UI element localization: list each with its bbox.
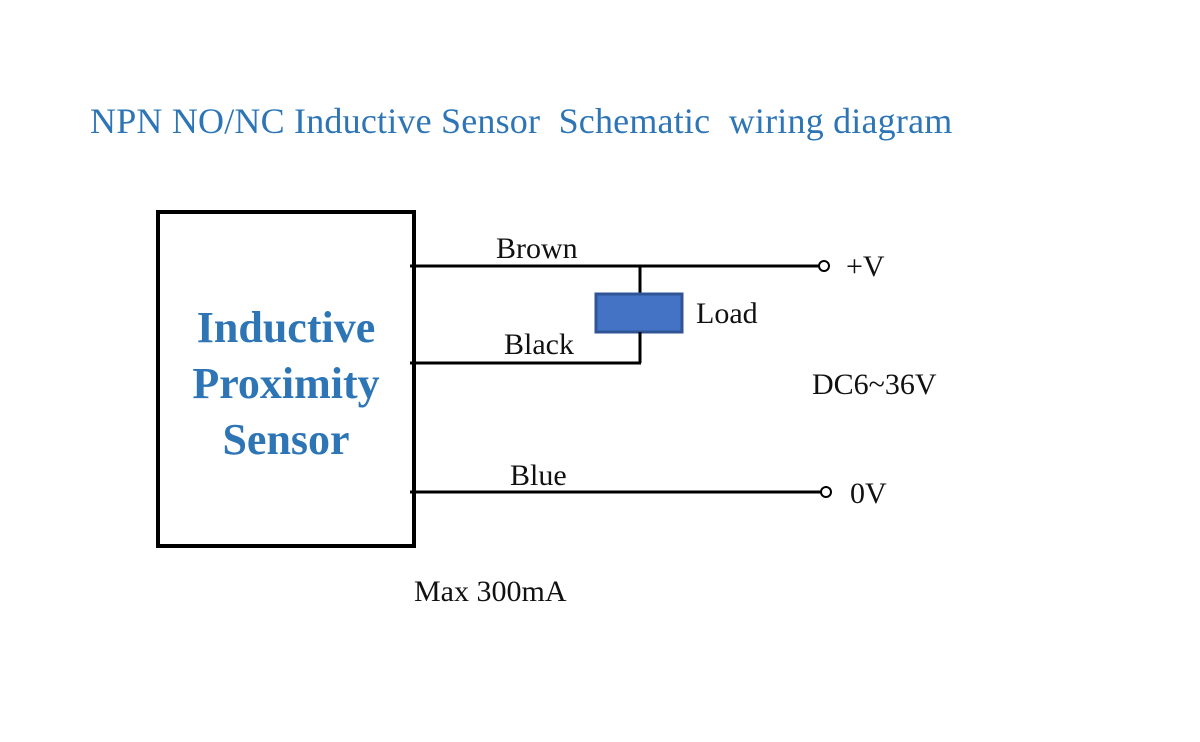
ground-terminal-label: 0V (850, 477, 887, 510)
sensor-label-line-3: Sensor (222, 415, 350, 464)
sensor-label-line-1: Inductive (196, 303, 376, 352)
diagram-title: NPN NO/NC Inductive Sensor Schematic wir… (90, 101, 953, 141)
ground-terminal (820, 486, 832, 498)
sensor-label: Inductive Proximity Sensor (160, 300, 412, 468)
sensor-label-line-2: Proximity (192, 359, 380, 408)
sensor-block: Inductive Proximity Sensor (156, 210, 416, 548)
positive-terminal-label: +V (846, 250, 885, 283)
positive-terminal (818, 260, 830, 272)
load-label: Load (696, 297, 758, 330)
supply-voltage-label: DC6~36V (812, 368, 937, 401)
blue-wire-label: Blue (510, 459, 567, 492)
max-current-label: Max 300mA (414, 575, 567, 608)
brown-wire-label: Brown (496, 232, 578, 265)
load-resistor (594, 292, 684, 334)
black-wire-label: Black (504, 328, 574, 361)
